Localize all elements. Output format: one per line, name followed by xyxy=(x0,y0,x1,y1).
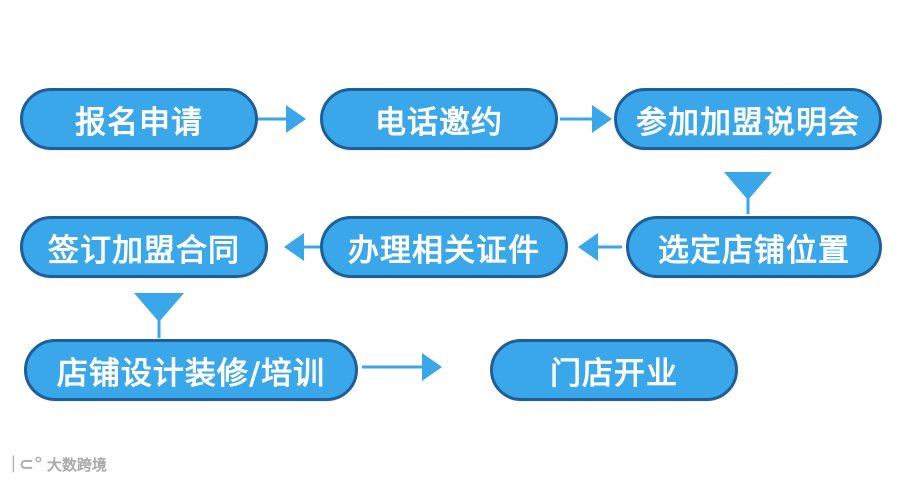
step-process-licenses: 办理相关证件 xyxy=(320,216,568,278)
step-design-training-label: 店铺设计装修/培训 xyxy=(56,355,326,392)
arrow-right-3 xyxy=(362,353,442,381)
step-design-training: 店铺设计装修/培训 xyxy=(24,339,358,401)
watermark-logo-icon: ᛁ⊂° xyxy=(8,454,43,475)
arrow-left-2 xyxy=(284,233,322,261)
arrow-right-1 xyxy=(258,105,306,133)
step-sign-contract: 签订加盟合同 xyxy=(20,216,268,278)
step-process-licenses-label: 办理相关证件 xyxy=(348,232,540,269)
step-store-opening-label: 门店开业 xyxy=(550,355,678,392)
step-choose-location: 选定店铺位置 xyxy=(626,216,882,278)
step-franchise-seminar-label: 参加加盟说明会 xyxy=(636,104,860,141)
arrow-down-2 xyxy=(134,293,184,338)
step-phone-invite: 电话邀约 xyxy=(320,88,558,150)
watermark-text: 大数跨境 xyxy=(46,456,107,474)
watermark: ᛁ⊂° 大数跨境 xyxy=(8,454,107,475)
step-sign-contract-label: 签订加盟合同 xyxy=(48,232,240,269)
step-store-opening: 门店开业 xyxy=(490,339,738,401)
step-choose-location-label: 选定店铺位置 xyxy=(658,232,850,269)
arrow-right-2 xyxy=(560,105,612,133)
arrow-down-1 xyxy=(724,172,772,214)
arrow-left-1 xyxy=(578,233,622,261)
step-apply-label: 报名申请 xyxy=(75,104,203,141)
step-apply: 报名申请 xyxy=(20,88,258,150)
step-franchise-seminar: 参加加盟说明会 xyxy=(614,88,882,150)
step-phone-invite-label: 电话邀约 xyxy=(375,104,503,141)
